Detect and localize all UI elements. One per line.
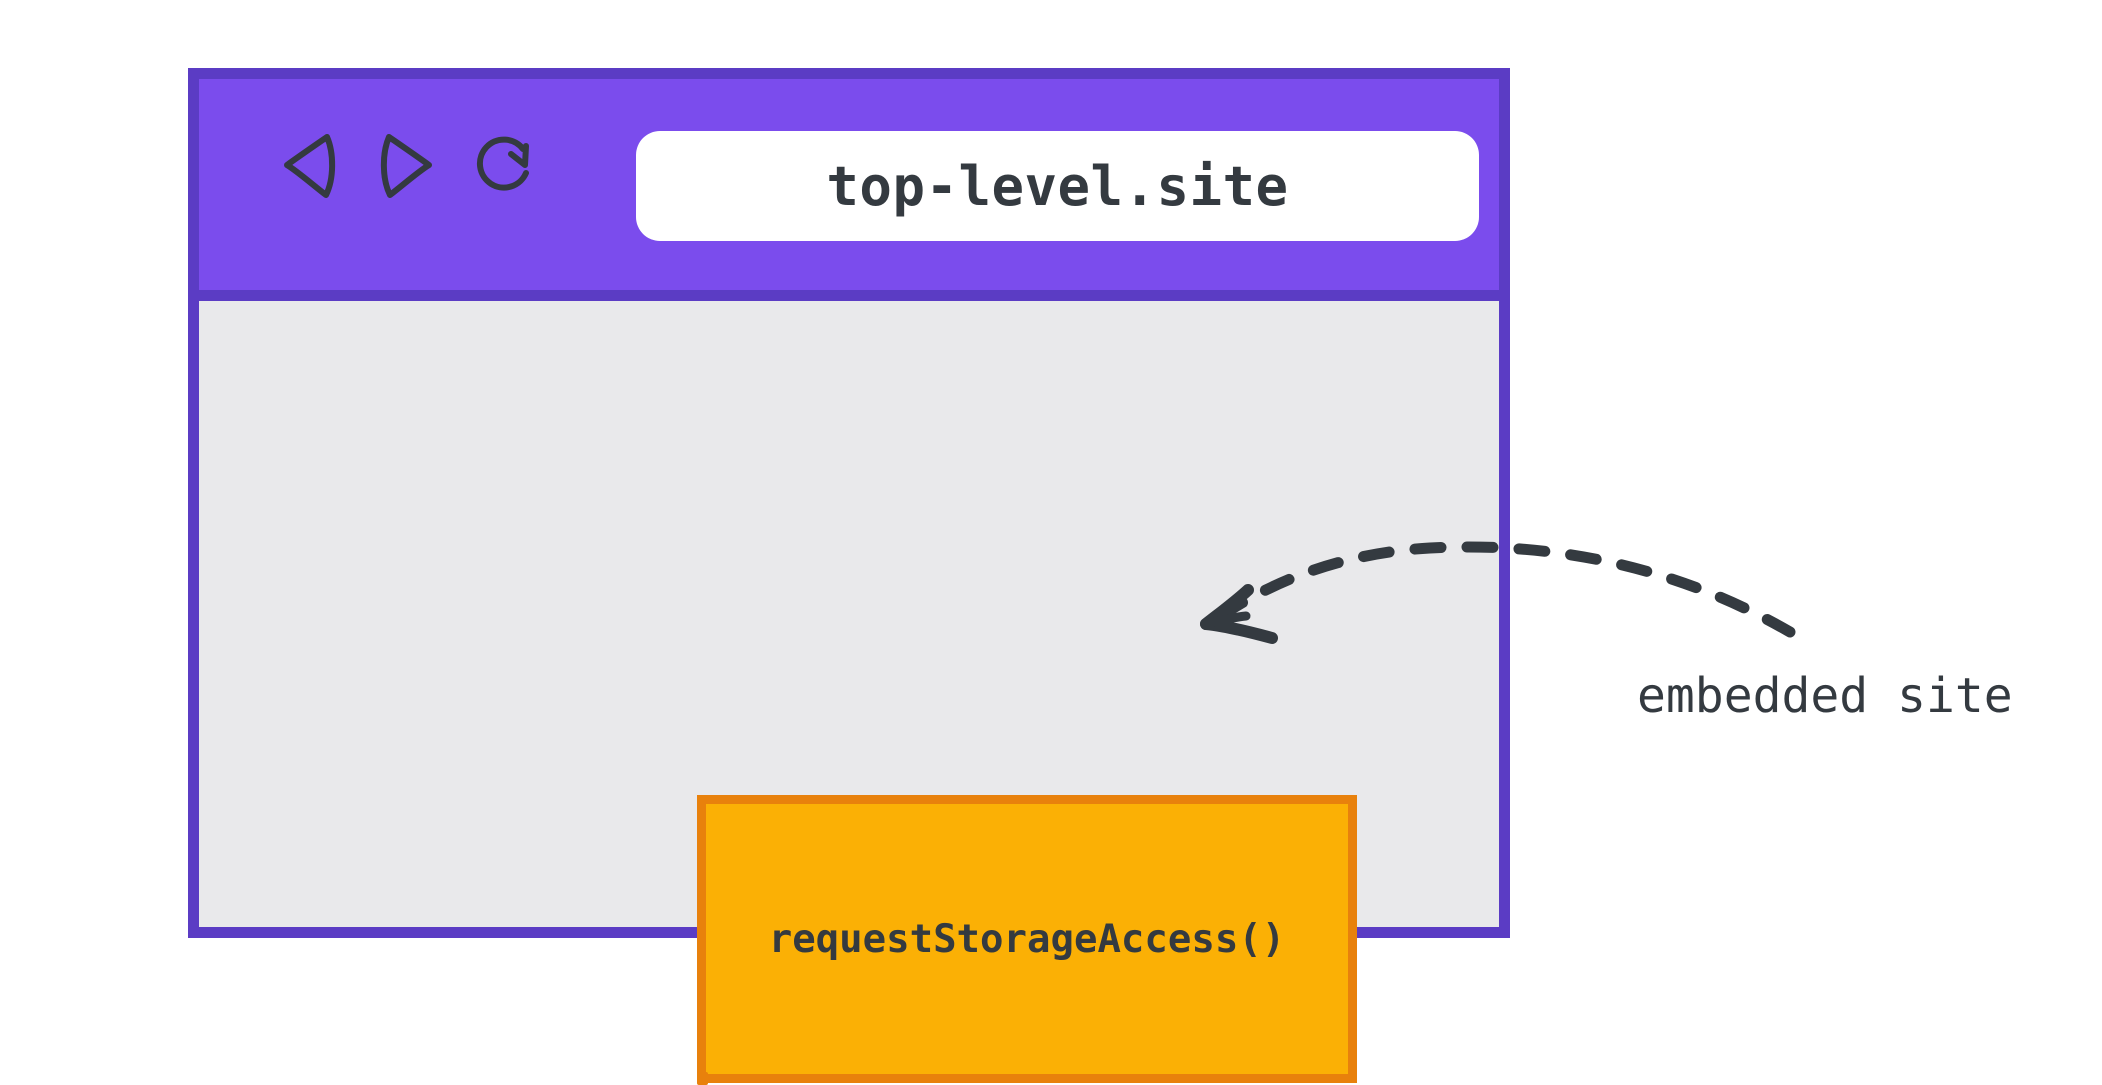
browser-viewport: requestStorageAccess() — [199, 301, 1499, 1085]
embedded-site-annotation-label: embedded site — [1637, 668, 2013, 724]
browser-window: top-level.site requestStorageAccess() — [188, 68, 1510, 1085]
url-bar[interactable]: top-level.site — [636, 131, 1479, 241]
sketch-corner-overshoot — [697, 1072, 708, 1085]
request-storage-access-label: requestStorageAccess() — [768, 916, 1286, 962]
annotation-arrow — [1180, 520, 1860, 700]
url-text: top-level.site — [826, 154, 1289, 218]
diagram-canvas: top-level.site requestStorageAccess() em… — [188, 68, 2013, 1085]
browser-toolbar: top-level.site — [199, 79, 1499, 301]
reload-button[interactable] — [467, 127, 543, 203]
embedded-iframe[interactable]: requestStorageAccess() — [697, 795, 1357, 1085]
forward-button[interactable] — [369, 127, 445, 203]
back-button[interactable] — [271, 127, 347, 203]
navigation-buttons — [271, 127, 543, 203]
